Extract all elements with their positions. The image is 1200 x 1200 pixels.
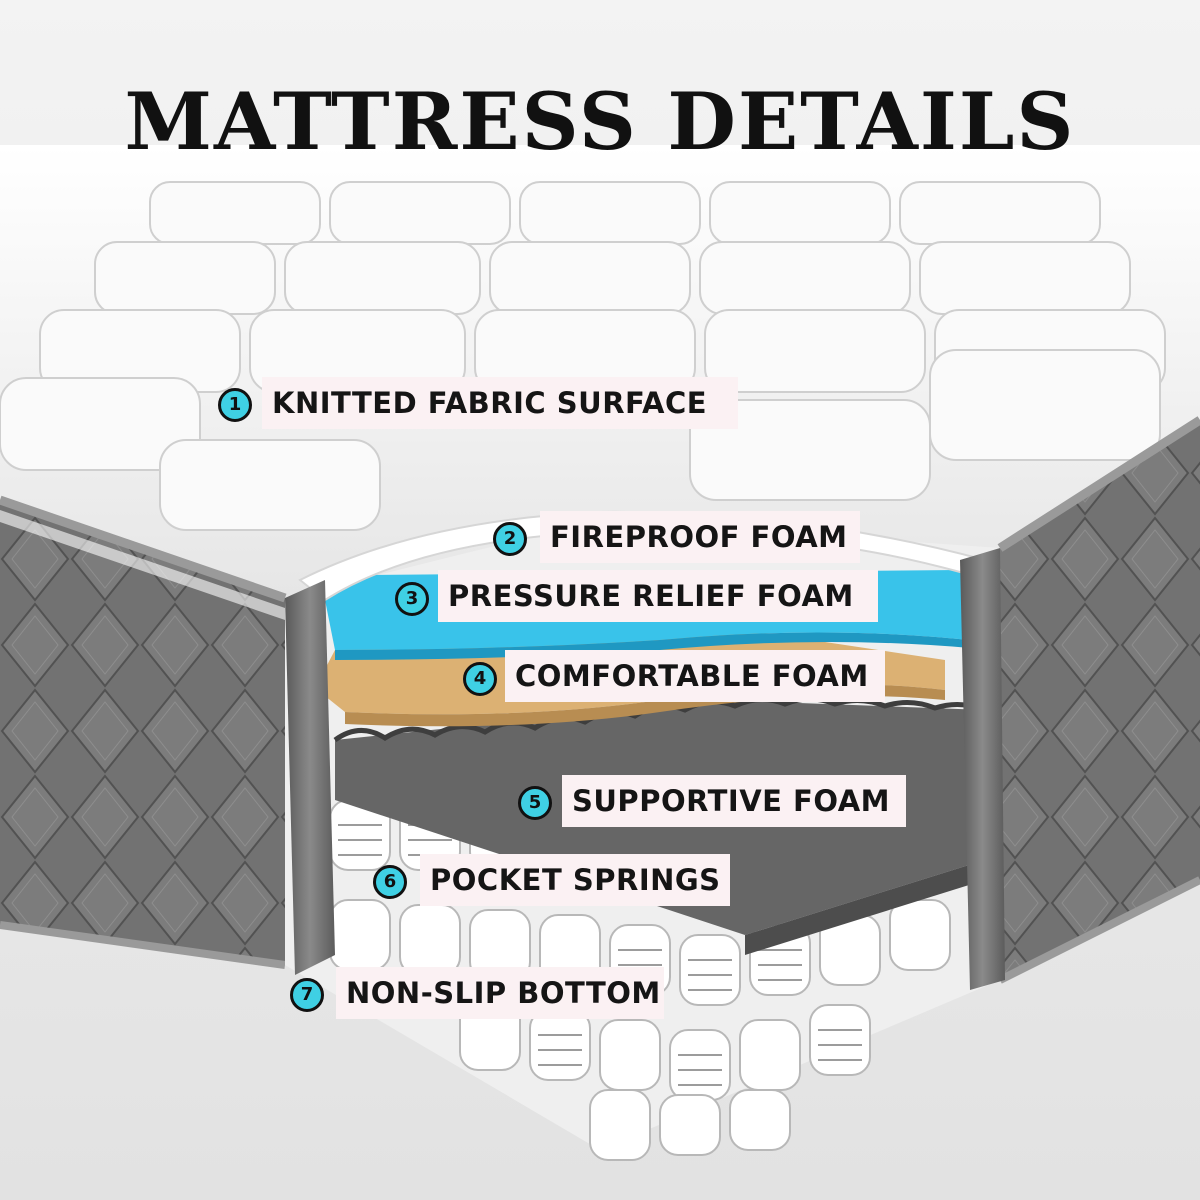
number-badge: 7 — [290, 978, 324, 1012]
pocket-springs — [329, 799, 951, 1161]
supportive-foam-front — [745, 860, 985, 955]
layer-label: POCKET SPRINGS — [420, 854, 730, 906]
number-badge: 5 — [518, 786, 552, 820]
number-badge: 1 — [218, 388, 252, 422]
layer-label: SUPPORTIVE FOAM — [562, 775, 906, 827]
layer-label: COMFORTABLE FOAM — [505, 650, 885, 702]
layer-label: KNITTED FABRIC SURFACE — [262, 377, 738, 429]
layer-label: PRESSURE RELIEF FOAM — [438, 570, 878, 622]
layer-label: FIREPROOF FOAM — [540, 511, 860, 563]
mattress-right-side — [1000, 420, 1200, 980]
layer-label: NON-SLIP BOTTOM — [336, 967, 664, 1019]
page-title: MATTRESS DETAILS — [124, 75, 1076, 168]
left-bottom-piping — [0, 921, 286, 969]
quilt-panels — [0, 181, 1166, 531]
left-white-band — [0, 510, 285, 620]
right-top-piping — [997, 416, 1200, 552]
number-badge: 3 — [395, 582, 429, 616]
right-bottom-piping — [998, 876, 1200, 984]
number-badge: 2 — [493, 522, 527, 556]
number-badge: 4 — [463, 662, 497, 696]
mattress-left-side — [0, 500, 285, 965]
left-top-piping — [0, 495, 287, 603]
number-badge: 6 — [373, 865, 407, 899]
left-fabric-wrap — [285, 580, 335, 975]
right-fabric-wrap — [960, 548, 1005, 990]
pressure-relief-foam-edge — [335, 632, 970, 660]
